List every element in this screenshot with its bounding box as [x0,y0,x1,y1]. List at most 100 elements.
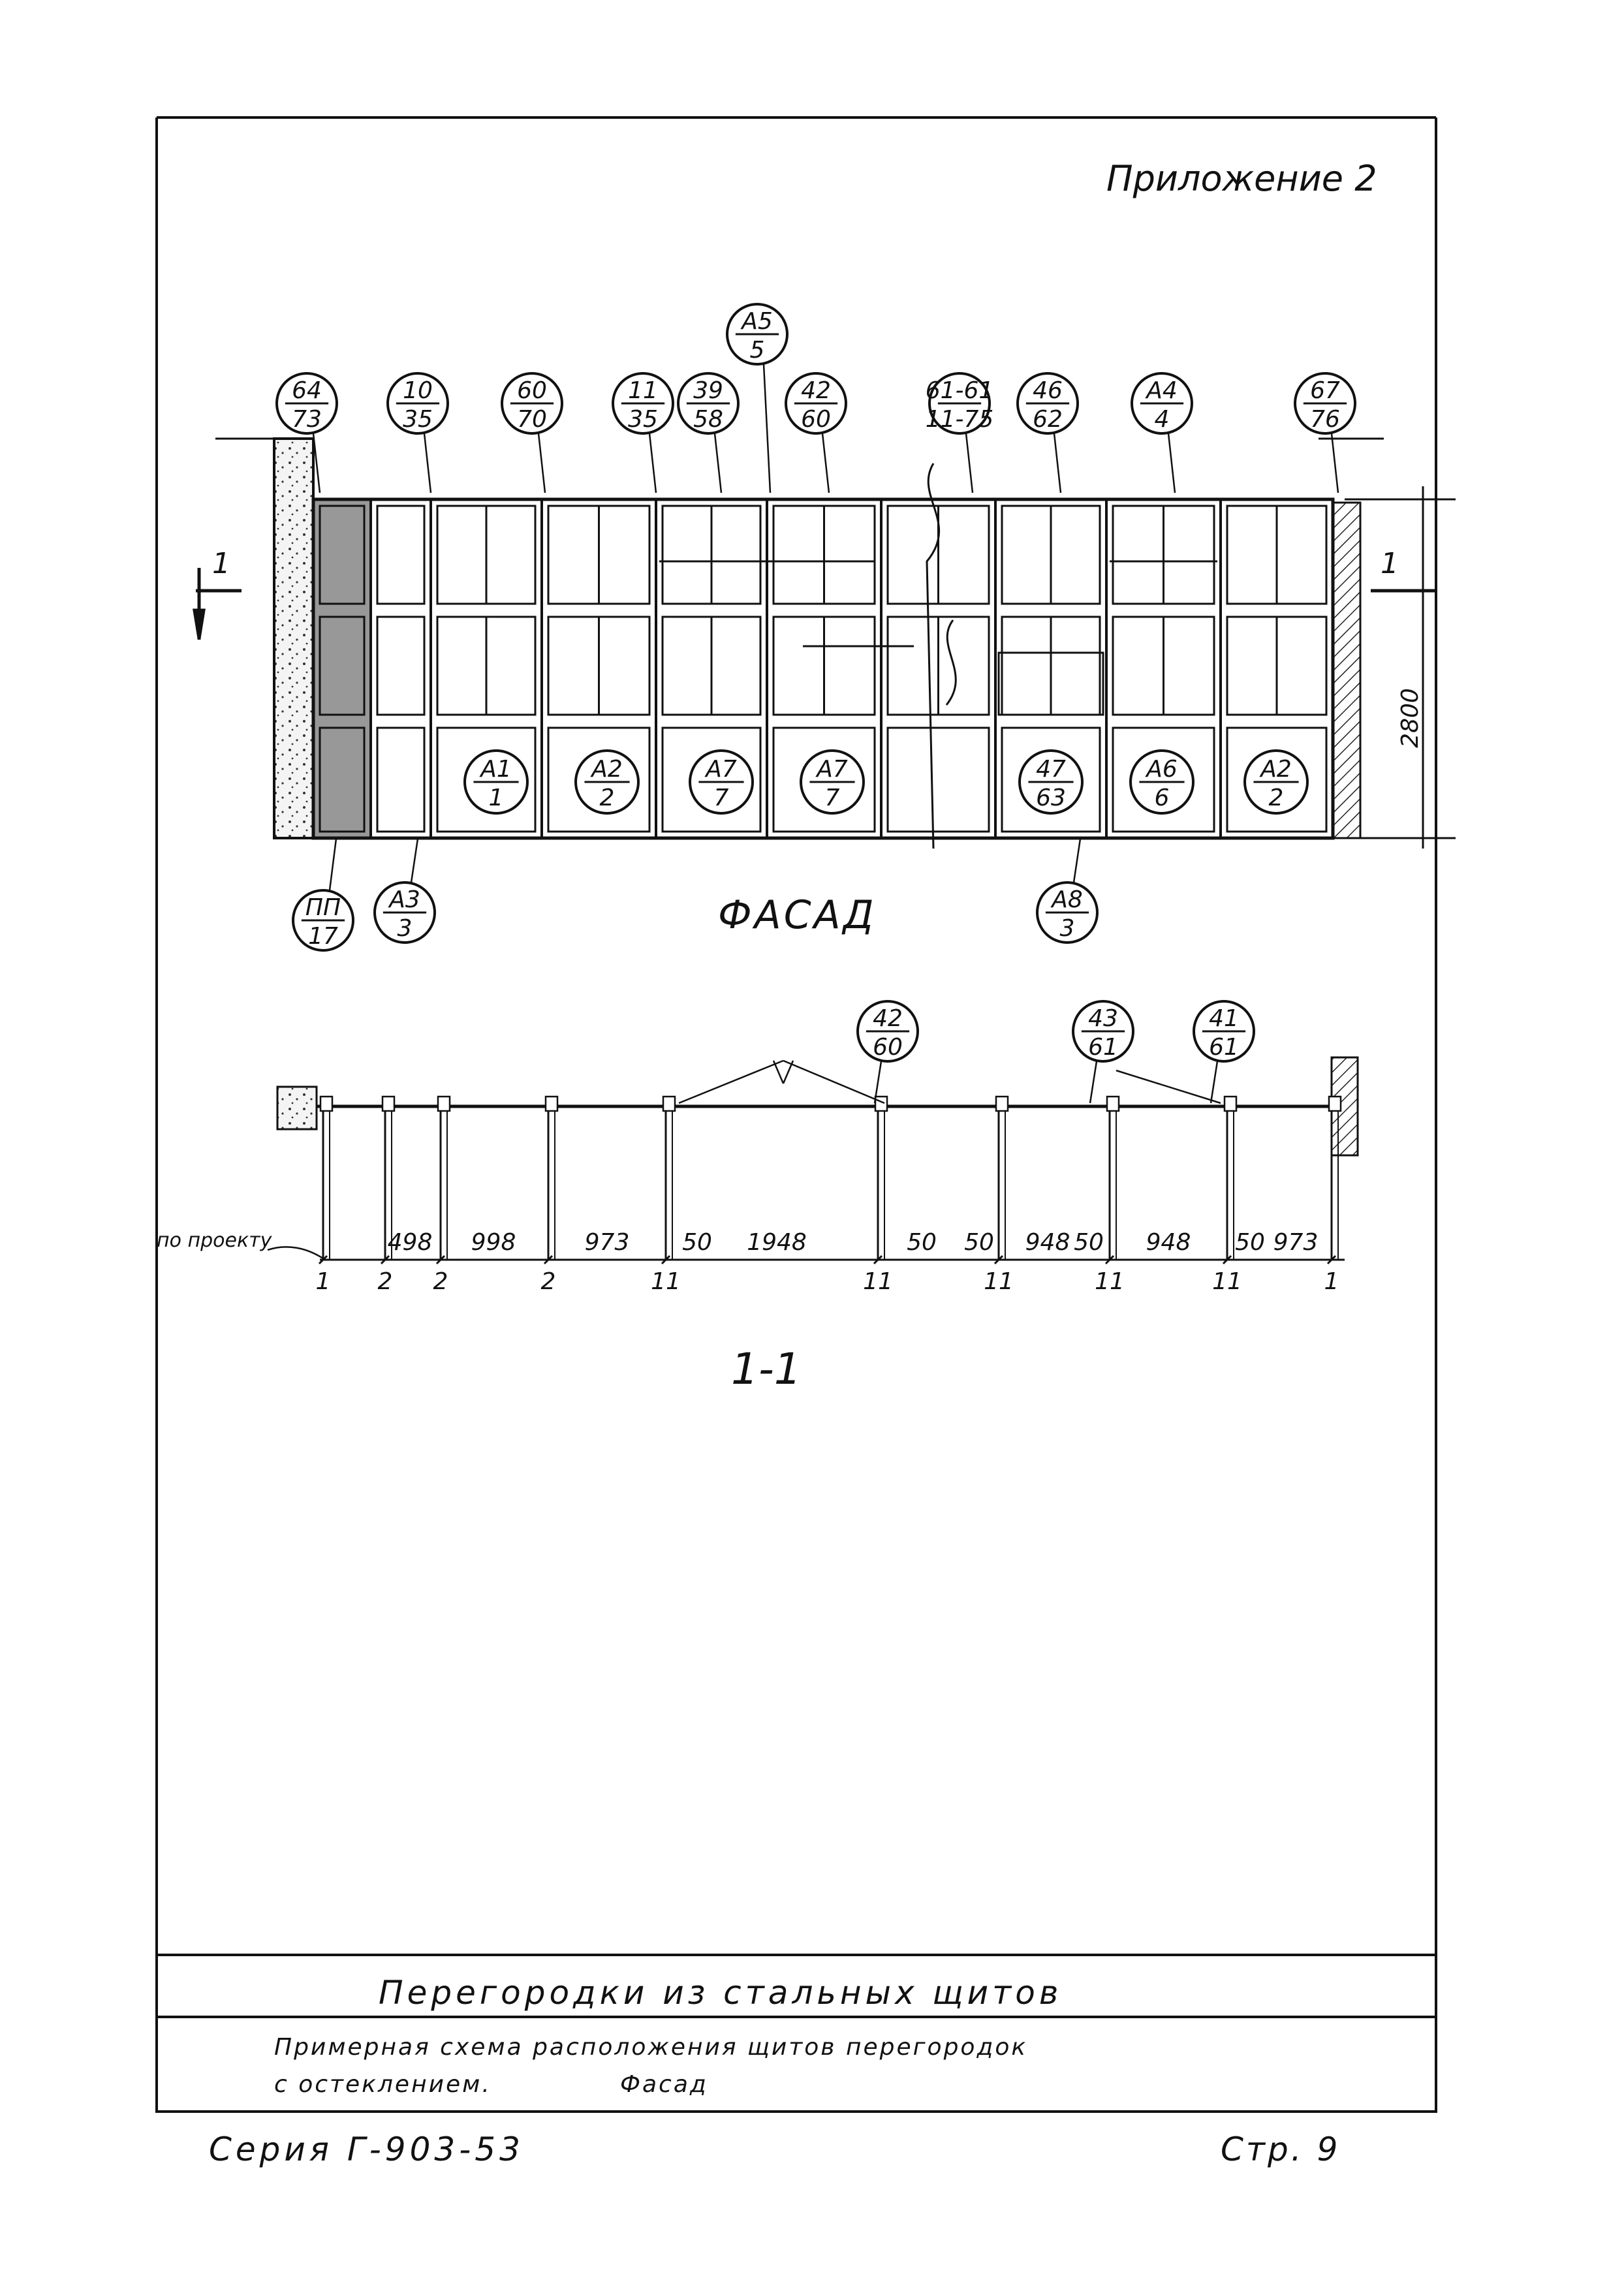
facade-top-callout-top: 64 [292,377,322,404]
appendix-label: Приложение 2 [1106,158,1377,199]
section-dimension: 998 [471,1229,516,1256]
section-callout-top: 41 [1209,1005,1239,1032]
left-wall [273,437,315,839]
facade-top-callout: A55 [726,303,789,493]
facade-panel-callout-bottom: 63 [1036,785,1066,811]
facade-top-callout-bottom: 76 [1310,406,1340,433]
section-axis-mark: 11 [1212,1268,1242,1295]
facade-top-callout-top: 42 [801,377,831,404]
facade-panel-callout: A77 [800,749,865,815]
facade-panel [772,726,876,833]
facade-panel-callout-top: A2 [590,756,623,783]
left-wall-shading [313,499,372,837]
facade-top-callout-top: 10 [403,377,433,404]
facade-panel-callout-top: A7 [815,756,848,783]
facade-panel [376,726,426,833]
facade-panel-callout-bottom: 6 [1155,785,1170,811]
facade-top-callout: A44 [1131,372,1193,493]
section-dimension: 973 [585,1229,630,1256]
section-dimension: 50 [907,1229,937,1256]
facade-bottom-callout: A83 [1036,838,1099,944]
facade-panel [376,616,426,716]
section-axis-mark: 2 [433,1268,448,1295]
title-block [155,1954,1437,2113]
section-dimension: 973 [1273,1229,1319,1256]
break-line [945,619,957,706]
facade-bottom-callout-bottom: 3 [1060,915,1075,942]
facade-panel-callout: A22 [574,749,640,815]
title-block-description-1: Примерная схема расположения щитов перег… [274,2034,1027,2061]
partition-panels [312,499,1328,838]
facade-panel-callout-top: A6 [1145,756,1178,783]
section-mark-left-label: 1 [212,547,230,580]
section-left-note: по проекту [157,1229,273,1252]
facade-bottom-callout: A33 [373,838,436,944]
facade-panel-callout-bottom: 2 [1269,785,1284,811]
right-wall [1332,501,1362,839]
facade-top-callout-top: 61-61 [926,377,994,404]
facade-top-callout-bottom: 60 [801,406,831,433]
facade-panel [376,505,426,605]
section-posts [319,1095,1342,1260]
section-dimension: 50 [1235,1229,1265,1256]
facade-caption: ФАСАД [718,892,877,938]
section-mark-right-label: 1 [1381,547,1399,580]
section-axis-mark: 2 [378,1268,393,1295]
facade-top-callout-bottom: 70 [517,406,547,433]
page-label: Стр. 9 [1221,2130,1340,2168]
section-dimension: 50 [682,1229,712,1256]
facade-panel [547,726,651,833]
facade-bottom-callout-bottom: 3 [398,915,413,942]
section-left-note-arrow [267,1246,324,1260]
facade-bottom-callout-top: A8 [1050,886,1083,913]
facade-panel [886,726,990,833]
facade-panel-callout: A66 [1129,749,1195,815]
facade-panel [1226,726,1328,833]
door-swing [678,1059,1221,1104]
facade-panel-callout-top: 47 [1036,756,1066,783]
facade-top-callout-top: A4 [1145,377,1178,404]
section-callout-bottom: 61 [1209,1034,1239,1061]
section-axis-mark: 11 [863,1268,893,1295]
section-dimension: 50 [1074,1229,1104,1256]
facade-panel-callout-top: A2 [1259,756,1292,783]
section-callout-top: 43 [1088,1005,1118,1032]
title-block-description-tag: Фасад [620,2071,708,2098]
facade-top-callout-top: 67 [1310,377,1340,404]
title-block-title: Перегородки из стальных щитов [379,1974,1062,2012]
facade-top-callout-bottom: 35 [403,406,433,433]
facade-view: 2800 1 1 ФАСАД [193,437,1456,938]
section-axis-mark: 1 [1324,1268,1339,1295]
facade-panel-callout-bottom: 7 [825,785,840,811]
facade-panel-callout-top: A7 [704,756,737,783]
facade-top-callout-bottom: 35 [628,406,658,433]
section-axis-mark: 1 [316,1268,331,1295]
section-axis-mark: 2 [541,1268,556,1295]
facade-panel-callout: A22 [1243,749,1309,815]
facade-top-callout-bottom: 73 [292,406,322,433]
facade-top-callout-top: 39 [693,377,723,404]
height-dimension-value: 2800 [1397,688,1424,748]
section-dimension: 948 [1146,1229,1191,1256]
facade-top-callout-bottom: 58 [693,406,723,433]
facade-top-callout-bottom: 62 [1033,406,1063,433]
section-axis-mark: 11 [984,1268,1014,1295]
section-caption: 1-1 [731,1344,802,1394]
title-block-description-2: с остеклением. [274,2071,492,2098]
facade-panel-callout: A11 [463,749,529,815]
facade-panel-callout-bottom: 7 [714,785,729,811]
facade-top-callouts: 64731035607011353958A55426061-6111-75466… [275,303,1356,493]
